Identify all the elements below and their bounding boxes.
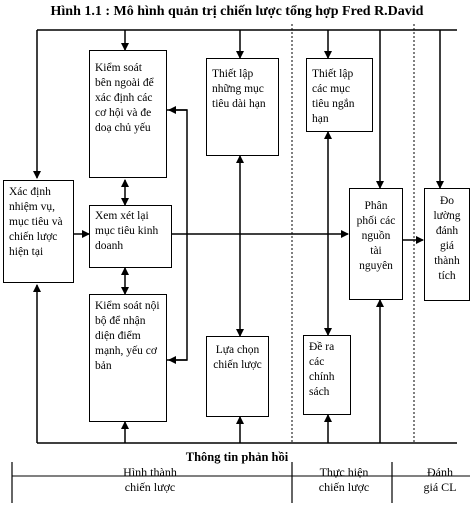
- phase-implementation-line2: chiến lược: [318, 480, 370, 494]
- phase-evaluation-line1: Đánh: [427, 465, 453, 479]
- box-external-audit: Kiểm soát bên ngoài để xác định các cơ h…: [89, 50, 167, 178]
- box-internal-audit: Kiểm soát nội bộ để nhận diện điểm mạnh,…: [89, 294, 167, 422]
- box-long-term-goals-text: Thiết lập những mục tiêu dài hạn: [212, 68, 266, 110]
- phase-formulation-line2: chiến lược: [124, 480, 176, 494]
- box-short-term-goals: Thiết lập các mục tiêu ngắn hạn: [306, 58, 373, 132]
- box-evaluate: Đo lường đánh giá thành tích: [424, 188, 470, 301]
- box-choose-strategy: Lựa chọn chiến lược: [206, 336, 269, 417]
- box-mission-text: Xác định nhiệm vụ, mục tiêu và chiến lượ…: [9, 186, 63, 258]
- phase-formulation: Hình thành chiến lược: [80, 465, 220, 495]
- phase-evaluation: Đánh giá CL: [410, 465, 470, 495]
- box-review-goals-text: Xem xét lại mục tiêu kinh doanh: [95, 210, 159, 252]
- box-short-term-goals-text: Thiết lập các mục tiêu ngắn hạn: [312, 68, 355, 125]
- box-allocate-resources-text: Phân phối các nguồn tài nguyên: [356, 200, 396, 272]
- phase-implementation-line1: Thực hiện: [319, 465, 369, 479]
- figure-title: Hình 1.1 : Mô hình quản trị chiến lược t…: [50, 4, 424, 19]
- box-evaluate-text: Đo lường đánh giá thành tích: [433, 195, 461, 282]
- box-choose-strategy-text: Lựa chọn chiến lược: [213, 344, 262, 371]
- box-review-goals: Xem xét lại mục tiêu kinh doanh: [89, 205, 172, 268]
- box-allocate-resources: Phân phối các nguồn tài nguyên: [349, 188, 403, 300]
- phase-evaluation-line2: giá CL: [423, 480, 457, 494]
- box-policies: Đề ra các chính sách: [303, 335, 351, 415]
- box-mission: Xác định nhiệm vụ, mục tiêu và chiến lượ…: [3, 180, 74, 283]
- box-external-audit-text: Kiểm soát bên ngoài để xác định các cơ h…: [95, 62, 154, 134]
- feedback-label: Thông tin phản hồi: [185, 450, 289, 464]
- phase-formulation-line1: Hình thành: [123, 465, 177, 479]
- box-internal-audit-text: Kiểm soát nội bộ để nhận diện điểm mạnh,…: [95, 300, 160, 372]
- box-long-term-goals: Thiết lập những mục tiêu dài hạn: [206, 58, 279, 156]
- box-policies-text: Đề ra các chính sách: [309, 341, 335, 398]
- phase-implementation: Thực hiện chiến lược: [300, 465, 388, 495]
